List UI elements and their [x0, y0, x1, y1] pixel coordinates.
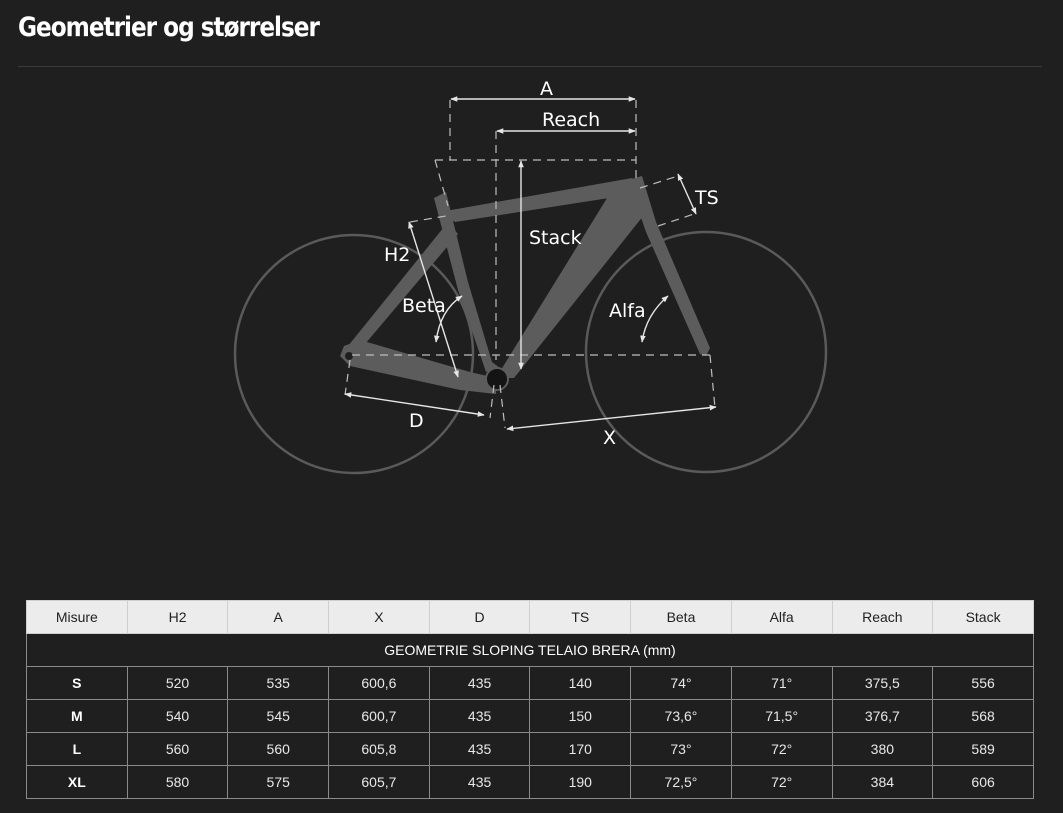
table-cell: 73°: [630, 732, 732, 766]
table-cell: 600,6: [328, 666, 430, 700]
size-cell: S: [26, 666, 128, 700]
label-alfa: Alfa: [609, 300, 646, 322]
table-cell: 376,7: [831, 699, 934, 733]
table-cell: 605,7: [328, 765, 430, 799]
table-cell: 73,6°: [630, 699, 732, 733]
table-cell: 605,8: [328, 732, 430, 766]
header-stack: Stack: [932, 600, 1034, 634]
table-cell: 556: [932, 666, 1034, 700]
table-cell: 190: [529, 765, 632, 799]
title-divider: [18, 66, 1042, 67]
table-cell: 375,5: [831, 666, 934, 700]
rear-wheel: [233, 233, 475, 475]
table-cell: 72,5°: [630, 765, 732, 799]
header-beta: Beta: [630, 600, 732, 634]
size-cell: L: [26, 732, 128, 766]
label-beta: Beta: [402, 295, 446, 317]
label-ts: TS: [694, 187, 719, 209]
table-caption: GEOMETRIE SLOPING TELAIO BRERA (mm): [26, 633, 1034, 667]
table-cell: 140: [529, 666, 632, 700]
table-cell: 520: [126, 666, 229, 700]
size-cell: M: [26, 699, 128, 733]
table-cell: 568: [932, 699, 1034, 733]
header-a: A: [227, 600, 330, 634]
table-caption-row: GEOMETRIE SLOPING TELAIO BRERA (mm): [26, 633, 1034, 667]
size-cell: XL: [26, 765, 128, 799]
table-row: XL 580 575 605,7 435 190 72,5° 72° 384 6…: [26, 765, 1034, 799]
table-row: S 520 535 600,6 435 140 74° 71° 375,5 55…: [26, 666, 1034, 700]
label-d: D: [409, 410, 424, 432]
table-cell: 384: [831, 765, 934, 799]
label-x: X: [603, 427, 616, 449]
table-cell: 575: [227, 765, 330, 799]
table-cell: 600,7: [328, 699, 430, 733]
table-cell: 545: [227, 699, 330, 733]
bike-frame: [340, 176, 710, 394]
table-cell: 150: [529, 699, 632, 733]
label-reach: Reach: [542, 109, 600, 131]
table-cell: 435: [428, 732, 531, 766]
front-wheel: [584, 230, 828, 474]
header-reach: Reach: [831, 600, 934, 634]
table-cell: 72°: [730, 765, 833, 799]
header-misure: Misure: [26, 600, 128, 634]
table-cell: 170: [529, 732, 632, 766]
page-title: Geometrier og størrelser: [18, 12, 320, 43]
table-cell: 435: [428, 699, 531, 733]
table-cell: 71,5°: [730, 699, 833, 733]
table-cell: 540: [126, 699, 229, 733]
table-header-row: Misure H2 A X D TS Beta Alfa Reach Stack: [26, 600, 1034, 634]
label-a: A: [540, 78, 553, 100]
table-cell: 560: [227, 732, 330, 766]
header-ts: TS: [529, 600, 632, 634]
header-alfa: Alfa: [730, 600, 833, 634]
header-h2: H2: [126, 600, 229, 634]
table-cell: 435: [428, 765, 531, 799]
table-cell: 435: [428, 666, 531, 700]
header-d: D: [428, 600, 531, 634]
table-cell: 72°: [730, 732, 833, 766]
bike-geometry-diagram: A Reach Stack TS H2 Beta Alfa D X: [233, 78, 828, 475]
table-cell: 71°: [730, 666, 833, 700]
header-x: X: [328, 600, 430, 634]
table-row: M 540 545 600,7 435 150 73,6° 71,5° 376,…: [26, 699, 1034, 733]
label-stack: Stack: [529, 227, 582, 249]
label-h2: H2: [384, 244, 410, 266]
table-cell: 589: [932, 732, 1034, 766]
table-cell: 560: [126, 732, 229, 766]
table-cell: 606: [932, 765, 1034, 799]
table-cell: 535: [227, 666, 330, 700]
table-cell: 380: [831, 732, 934, 766]
table-row: L 560 560 605,8 435 170 73° 72° 380 589: [26, 732, 1034, 766]
geometry-table: Misure H2 A X D TS Beta Alfa Reach Stack…: [26, 600, 1034, 799]
table-cell: 74°: [630, 666, 732, 700]
table-cell: 580: [126, 765, 229, 799]
